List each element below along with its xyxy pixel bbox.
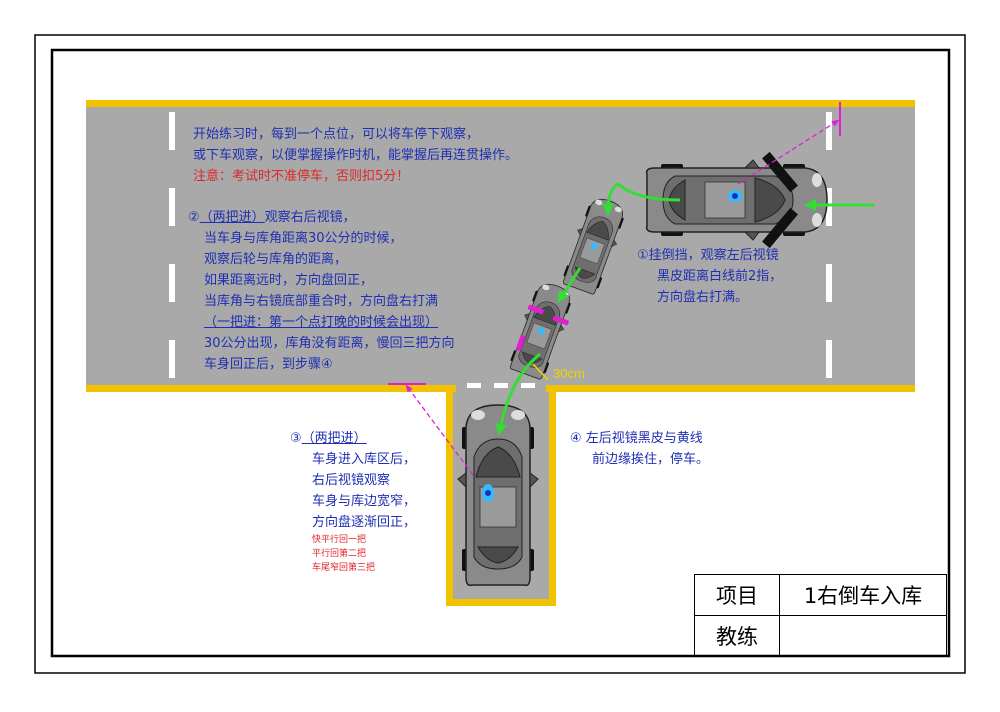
step2-line-8: 车身回正后，到步骤④: [204, 357, 333, 372]
sight-lines: [405, 119, 840, 476]
intro-line-2: 或下车观察，以便掌握操作时机，能掌握后再连贯操作。: [193, 148, 519, 163]
step3-small-1: 快平行回一把: [312, 535, 367, 545]
item-label: 项目: [694, 574, 780, 616]
step2-line-6: （一把进：第一个点打晚的时候会出现）: [204, 315, 439, 330]
step3-small-3: 车尾窄回第三把: [312, 563, 376, 573]
step4-note: ④ 左后视镜黑皮与黄线 前边缘挨住，停车。: [570, 428, 709, 470]
step1-line-3: 方向盘右打满。: [657, 290, 749, 305]
step2-line-7: 30公分出现，库角没有距离，慢回三把方向: [204, 336, 455, 351]
step3-line-2: 右后视镜观察: [312, 473, 391, 488]
reference-marks: [388, 102, 841, 385]
car-in-garage: [457, 404, 539, 587]
step2-line-3: 观察后轮与库角的距离，: [204, 252, 348, 267]
warning-text: 注意：考试时不准停车，否则扣5分！: [193, 169, 410, 184]
car-start: [645, 151, 828, 249]
step2-line-5: 当库角与右镜底部重合时，方向盘右打满: [204, 294, 439, 309]
step2-note: ②（两把进）观察右后视镜， 当车身与库角距离30公分的时候， 观察后轮与库角的距…: [188, 207, 455, 375]
intro-note: 开始练习时，每到一个点位，可以将车停下观察， 或下车观察，以便掌握操作时机，能掌…: [193, 124, 518, 187]
item-value: 1右倒车入库: [779, 574, 947, 616]
step2-number: ②: [188, 210, 200, 225]
step2-line-4: 如果距离远时，方向盘回正，: [204, 273, 374, 288]
wheel-marks: [527, 304, 569, 326]
step1-line-2: 黑皮距离白线前2指，: [657, 269, 783, 284]
movement-arrows: [495, 182, 874, 436]
step3-line-3: 车身与库边宽窄，: [312, 494, 417, 509]
step2-line-1: 观察右后视镜，: [264, 210, 356, 225]
step1-line-1: ①挂倒挡，观察左后视镜: [637, 248, 779, 263]
step3-tag: （两把进）: [301, 431, 367, 446]
car-turn-2: [505, 278, 578, 382]
title-block: 项目 1右倒车入库 教练: [694, 574, 947, 657]
coach-label: 教练: [694, 615, 780, 657]
step4-line-2: 前边缘挨住，停车。: [592, 452, 710, 467]
step3-note: ③（两把进） 车身进入库区后， 右后视镜观察 车身与库边宽窄， 方向盘逐渐回正，…: [290, 428, 416, 575]
step2-line-2: 当车身与库角距离30公分的时候，: [204, 231, 403, 246]
step3-line-1: 车身进入库区后，: [312, 452, 417, 467]
coach-value[interactable]: [779, 615, 947, 657]
step2-tag: （两把进）: [199, 210, 265, 225]
distance-bracket: [532, 363, 549, 381]
car-turn-1: [558, 193, 631, 297]
step3-number: ③: [290, 431, 302, 446]
distance-label: 30cm: [553, 366, 585, 381]
step4-line-1: ④ 左后视镜黑皮与黄线: [570, 431, 703, 446]
step3-line-4: 方向盘逐渐回正，: [312, 515, 417, 530]
step1-note: ①挂倒挡，观察左后视镜 黑皮距离白线前2指， 方向盘右打满。: [637, 245, 782, 308]
step3-small-2: 平行回第二把: [312, 549, 367, 559]
intro-line-1: 开始练习时，每到一个点位，可以将车停下观察，: [193, 127, 480, 142]
